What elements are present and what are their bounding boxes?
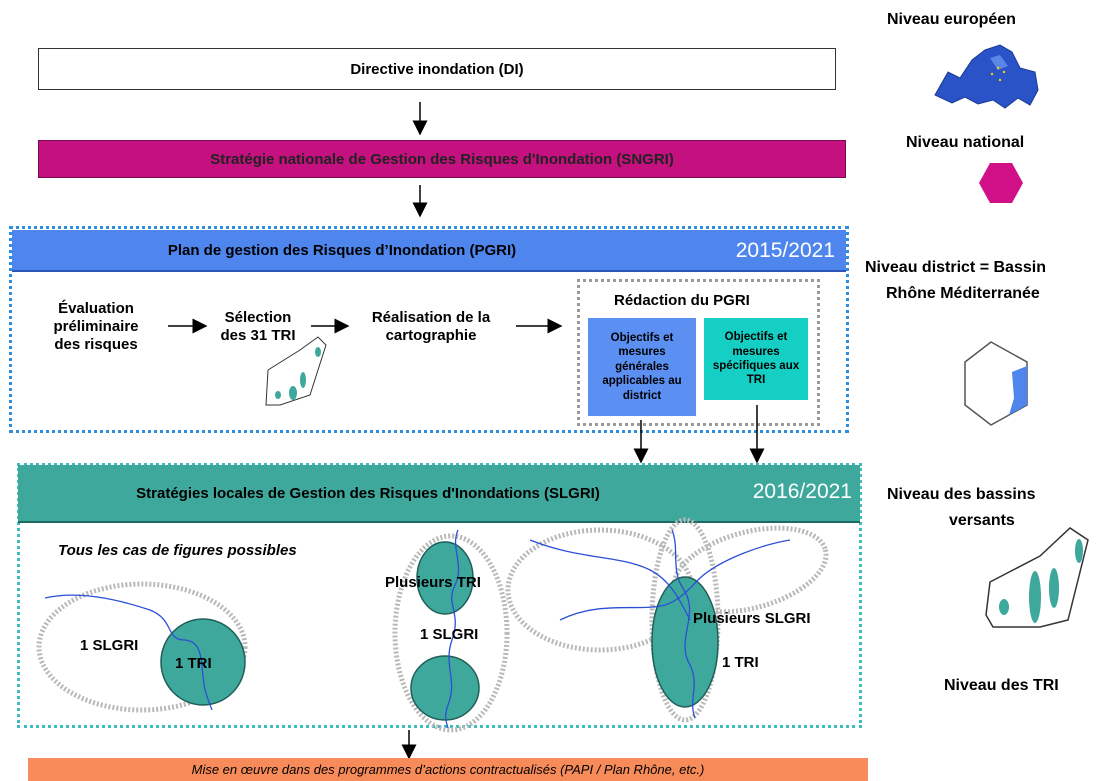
redaction-title: Rédaction du PGRI (614, 292, 750, 309)
case3-diagram (505, 517, 829, 723)
level-tri-label: Niveau des TRI (944, 677, 1059, 694)
level-district-label-line2: Rhône Méditerranée (886, 285, 1040, 302)
sngri-box: Stratégie nationale de Gestion des Risqu… (38, 140, 846, 178)
pgri-title: Plan de gestion des Risques d’Inondation… (167, 242, 517, 259)
case2-slgri-label: 1 SLGRI (420, 626, 479, 643)
tri-map-small-icon (265, 336, 327, 406)
case2-diagram (392, 529, 510, 733)
objectives-specific-box: Objectifs et mesures spécifiques aux TRI (704, 318, 808, 400)
step-selection-line1: Sélection (224, 309, 292, 326)
objectives-specific-label: Objectifs et mesures spécifiques aux TRI (712, 331, 800, 387)
directive-label: Directive inondation (DI) (350, 60, 524, 78)
level-district-label-line1: Niveau district = Bassin (865, 259, 1046, 276)
bassin-versant-icon (985, 527, 1089, 628)
level-european-label: Niveau européen (887, 11, 1016, 28)
case1-diagram (36, 581, 248, 713)
sngri-label: Stratégie nationale de Gestion des Risqu… (210, 150, 674, 168)
step-evaluation-line2: préliminaire (53, 318, 139, 335)
level-national-label: Niveau national (906, 134, 1025, 151)
slgri-period: 2016/2021 (752, 480, 852, 503)
case3-tri-label: 1 TRI (722, 654, 759, 671)
implementation-label: Mise en œuvre dans des programmes d’acti… (191, 762, 705, 777)
level-bassins-label-line1: Niveau des bassins (887, 486, 1036, 503)
slgri-header (18, 465, 860, 523)
step-evaluation-line1: Évaluation (58, 300, 134, 317)
pgri-header (12, 230, 846, 272)
step-cartographie-line2: cartographie (385, 327, 477, 344)
case2-tri-label: Plusieurs TRI (385, 574, 481, 591)
pgri-frame (9, 226, 849, 433)
step-selection: Sélection des 31 TRI (208, 309, 308, 345)
implementation-box: Mise en œuvre dans des programmes d’acti… (28, 758, 868, 781)
case3-slgri-label: Plusieurs SLGRI (693, 610, 811, 627)
hexagon-france-icon (979, 163, 1023, 203)
step-evaluation: Évaluation préliminaire des risques (36, 300, 156, 354)
objectives-general-label: Objectifs et mesures générales applicabl… (602, 332, 682, 402)
directive-box: Directive inondation (DI) (38, 48, 836, 90)
pgri-period: 2015/2021 (735, 239, 835, 262)
step-evaluation-line3: des risques (54, 336, 138, 353)
cases-title: Tous les cas de figures possibles (58, 542, 297, 559)
step-cartographie-line1: Réalisation de la (371, 309, 491, 326)
step-cartographie: Réalisation de la cartographie (351, 309, 511, 345)
case1-slgri-label: 1 SLGRI (80, 637, 139, 654)
europe-map-icon (934, 44, 1039, 109)
slgri-title: Stratégies locales de Gestion des Risque… (136, 485, 600, 502)
slgri-frame (17, 463, 862, 728)
case1-tri-label: 1 TRI (175, 655, 212, 672)
district-hexagon-icon (964, 341, 1028, 426)
level-bassins-label-line2: versants (949, 512, 1015, 529)
objectives-general-box: Objectifs et mesures générales applicabl… (588, 318, 696, 416)
step-selection-line2: des 31 TRI (220, 327, 296, 344)
